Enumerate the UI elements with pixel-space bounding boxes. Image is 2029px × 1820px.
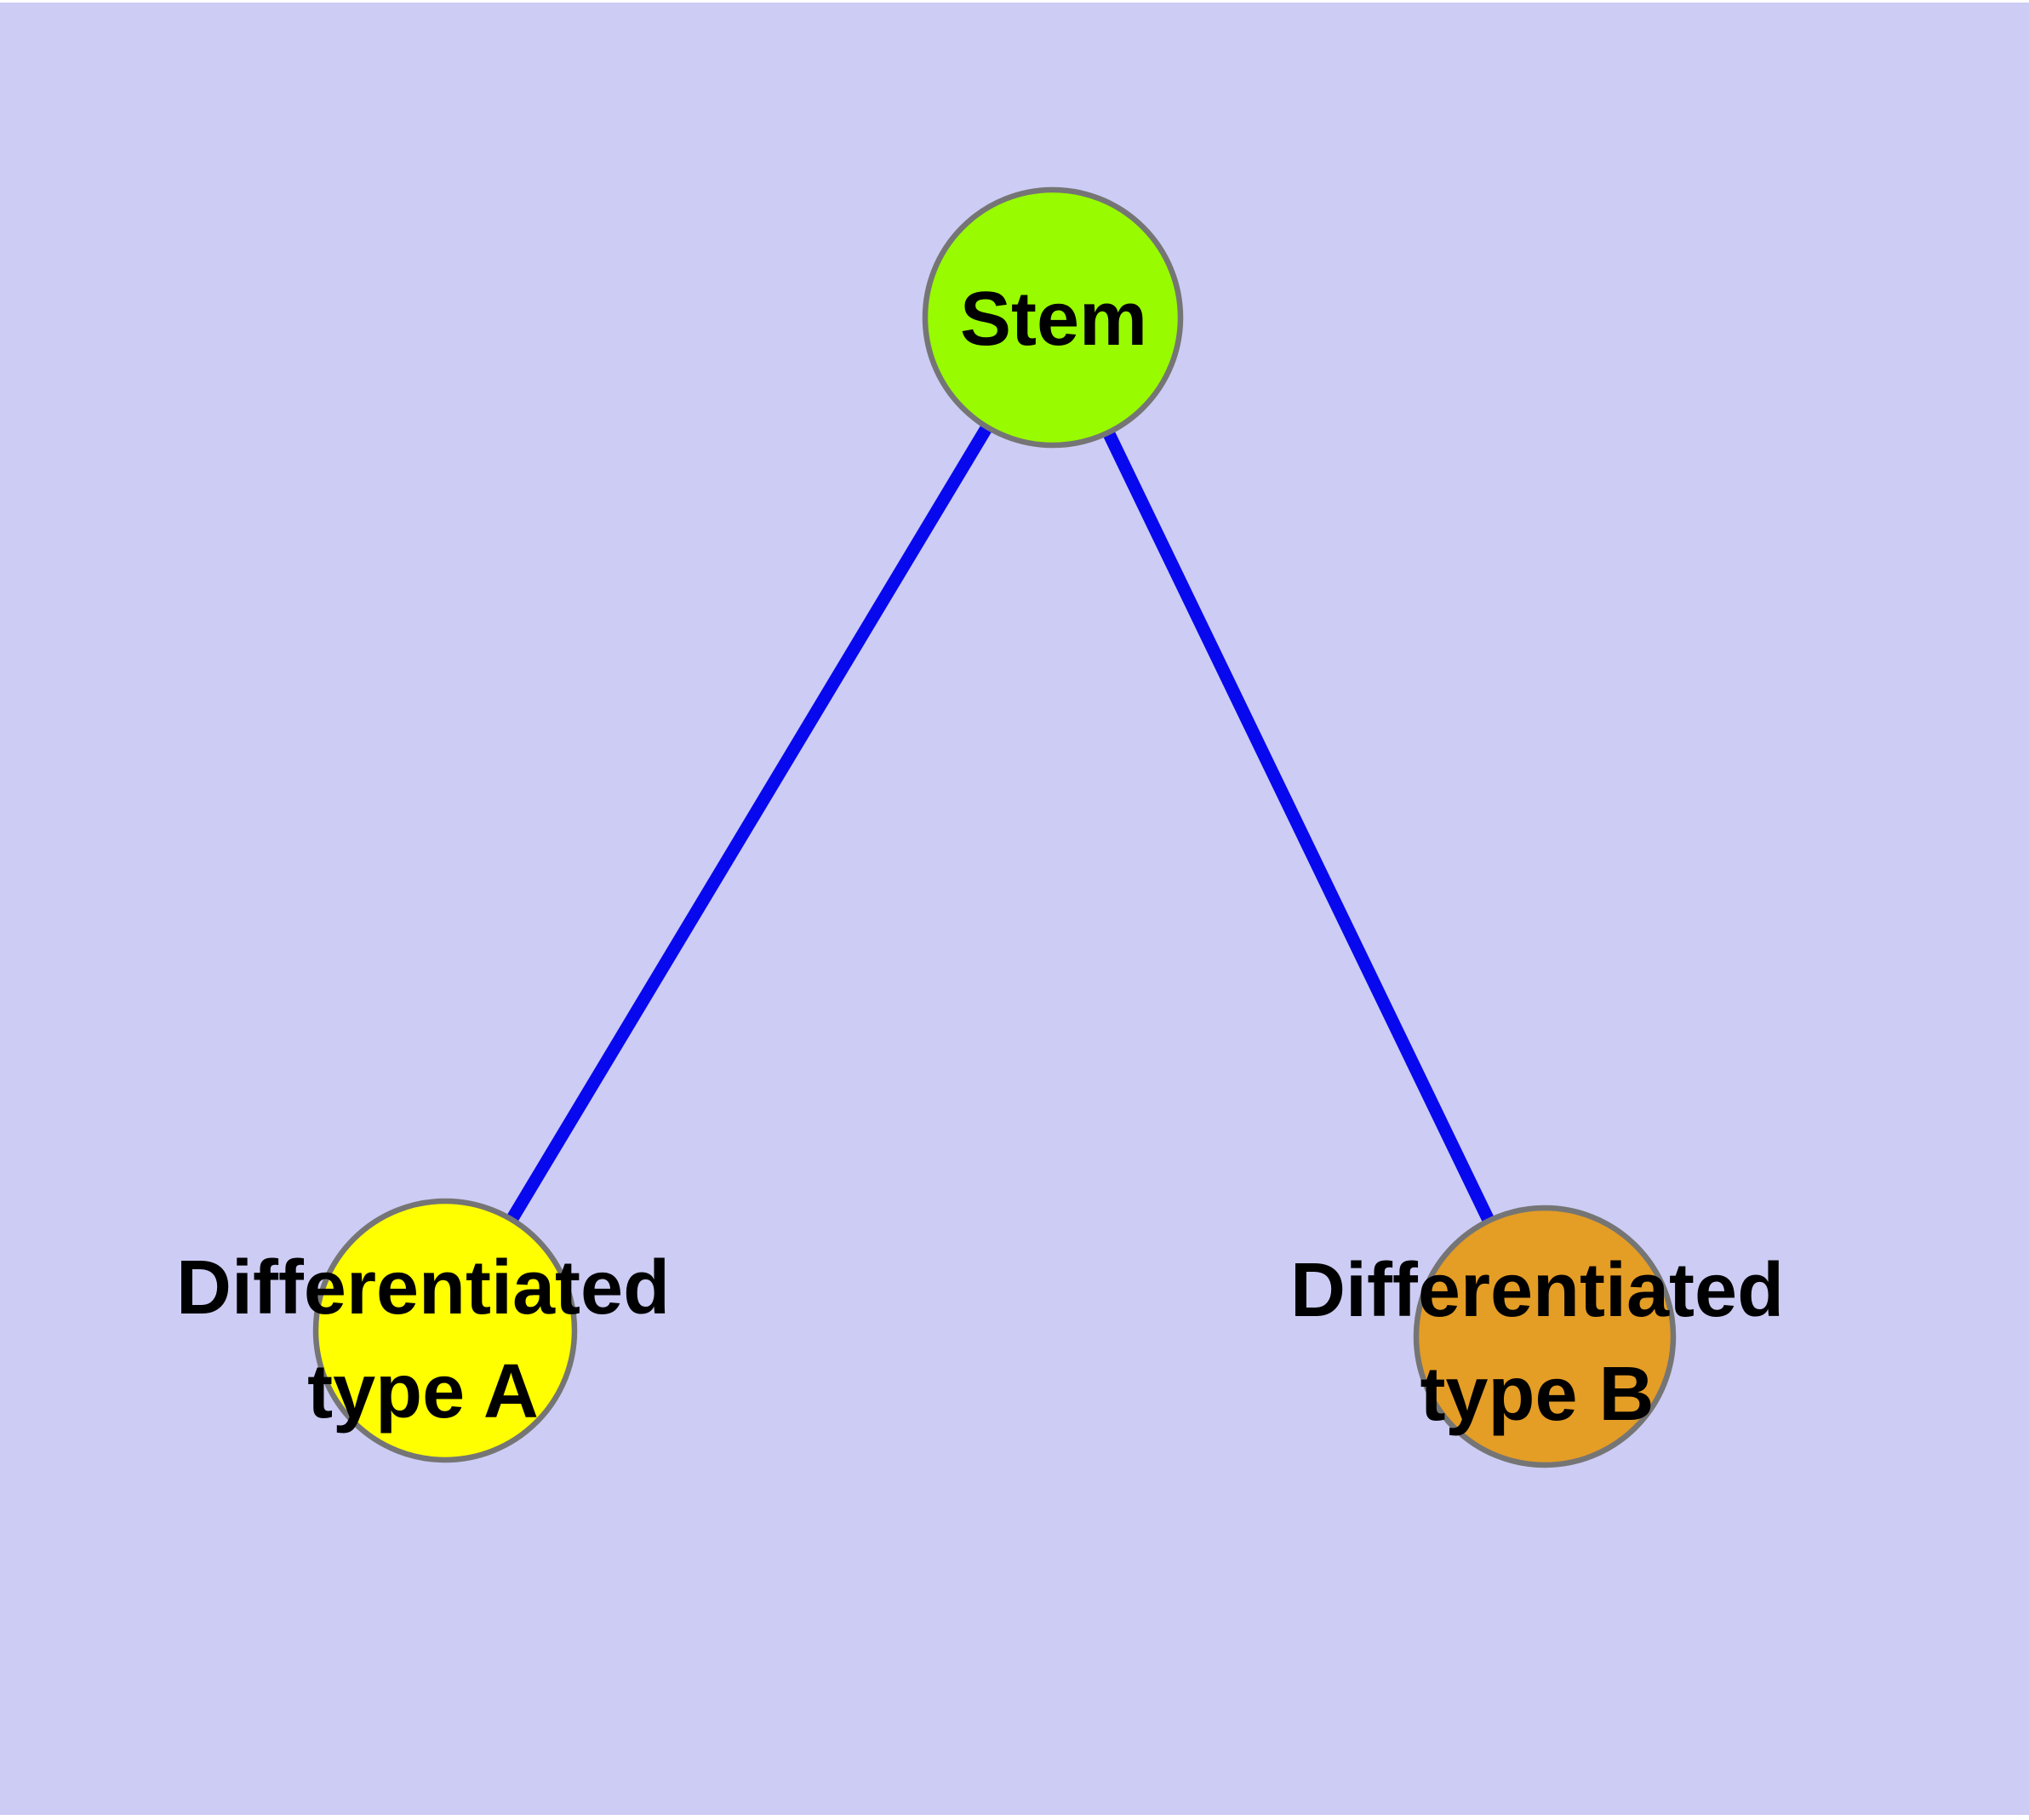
node-label-type-a-line2: type A: [307, 1349, 539, 1434]
node-label-type-a-line1: Differentiated: [175, 1245, 671, 1331]
node-label-type-b-line1: Differentiated: [1289, 1248, 1785, 1333]
node-label-type-b-line2: type B: [1420, 1352, 1655, 1437]
edge-stem-to-type-b: [1047, 314, 1551, 1340]
node-label-type-b: Differentiated type B: [1290, 1239, 1784, 1446]
edge-stem-to-type-a: [439, 314, 1059, 1334]
node-type-b: [1413, 1205, 1677, 1468]
node-label-stem-text: Stem: [959, 277, 1148, 362]
node-type-a: [312, 1198, 578, 1463]
node-label-type-a: Differentiated type A: [176, 1236, 670, 1444]
node-label-stem: Stem: [960, 267, 1147, 371]
node-stem: [922, 186, 1184, 449]
